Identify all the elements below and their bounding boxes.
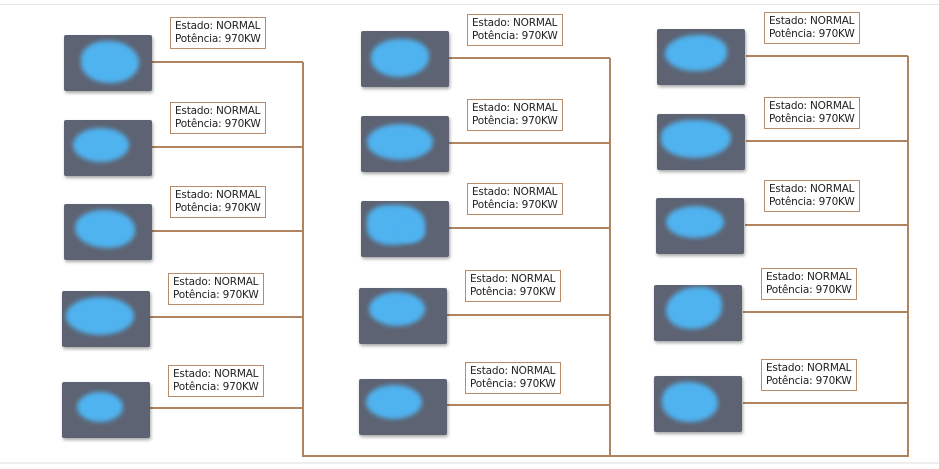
power-unit-device[interactable] <box>361 116 449 172</box>
power-unit-device[interactable] <box>359 379 447 435</box>
branch-line <box>746 140 908 142</box>
power-unit-device[interactable] <box>361 201 449 257</box>
unit-status-label: Estado: NORMAL Potência: 970KW <box>764 12 860 44</box>
state-text: Estado: NORMAL <box>470 365 556 377</box>
state-text: Estado: NORMAL <box>472 17 558 29</box>
main-bus-line <box>302 455 909 457</box>
power-unit-device[interactable] <box>657 29 745 85</box>
unit-status-label: Estado: NORMAL Potência: 970KW <box>761 268 857 300</box>
branch-line <box>447 404 610 406</box>
branch-line <box>150 407 303 409</box>
status-indicator-icon <box>661 120 731 158</box>
state-text: Estado: NORMAL <box>173 276 259 288</box>
power-text: Potência: 970KW <box>470 378 556 390</box>
power-text: Potência: 970KW <box>766 284 852 296</box>
power-text: Potência: 970KW <box>470 286 556 298</box>
unit-status-label: Estado: NORMAL Potência: 970KW <box>168 273 264 305</box>
state-text: Estado: NORMAL <box>769 183 855 195</box>
status-indicator-icon <box>397 221 425 243</box>
power-text: Potência: 970KW <box>769 113 855 125</box>
state-text: Estado: NORMAL <box>769 100 855 112</box>
status-indicator-icon <box>77 392 123 422</box>
unit-status-label: Estado: NORMAL Potência: 970KW <box>465 270 561 302</box>
power-text: Potência: 970KW <box>175 33 261 45</box>
power-text: Potência: 970KW <box>472 115 558 127</box>
branch-line <box>449 57 610 59</box>
frame-top-border <box>0 4 939 5</box>
branch-line <box>449 227 610 229</box>
power-unit-device[interactable] <box>656 198 744 254</box>
power-text: Potência: 970KW <box>769 28 855 40</box>
power-text: Potência: 970KW <box>173 289 259 301</box>
state-text: Estado: NORMAL <box>175 105 261 117</box>
status-indicator-icon <box>369 292 425 326</box>
unit-status-label: Estado: NORMAL Potência: 970KW <box>467 99 563 131</box>
state-text: Estado: NORMAL <box>175 189 261 201</box>
status-indicator-icon <box>66 297 134 335</box>
unit-status-label: Estado: NORMAL Potência: 970KW <box>764 97 860 129</box>
power-unit-device[interactable] <box>64 120 152 176</box>
branch-line <box>152 230 303 232</box>
power-unit-device[interactable] <box>62 291 150 347</box>
branch-line <box>150 316 303 318</box>
power-text: Potência: 970KW <box>175 118 261 130</box>
state-text: Estado: NORMAL <box>766 271 852 283</box>
power-unit-device[interactable] <box>359 288 447 344</box>
status-indicator-icon <box>666 206 724 238</box>
branch-line <box>745 224 908 226</box>
state-text: Estado: NORMAL <box>175 20 261 32</box>
power-unit-device[interactable] <box>657 114 745 170</box>
branch-line <box>152 146 303 148</box>
unit-status-label: Estado: NORMAL Potência: 970KW <box>764 180 860 212</box>
state-text: Estado: NORMAL <box>472 102 558 114</box>
branch-line <box>447 314 610 316</box>
branch-line <box>152 61 303 63</box>
frame-bottom-border <box>0 462 939 464</box>
state-text: Estado: NORMAL <box>470 273 556 285</box>
unit-status-label: Estado: NORMAL Potência: 970KW <box>168 365 264 397</box>
power-text: Potência: 970KW <box>766 375 852 387</box>
status-indicator-icon <box>366 385 422 419</box>
power-text: Potência: 970KW <box>175 202 261 214</box>
power-unit-device[interactable] <box>654 376 742 432</box>
state-text: Estado: NORMAL <box>472 186 558 198</box>
status-indicator-icon <box>665 35 727 71</box>
column-3-trunk <box>907 56 909 457</box>
power-unit-device[interactable] <box>64 35 152 91</box>
power-text: Potência: 970KW <box>472 30 558 42</box>
branch-line <box>743 402 908 404</box>
status-indicator-icon <box>666 287 722 329</box>
state-text: Estado: NORMAL <box>769 15 855 27</box>
branch-line <box>449 142 610 144</box>
column-1-trunk <box>302 62 304 457</box>
status-indicator-icon <box>81 41 139 83</box>
power-unit-device[interactable] <box>62 382 150 438</box>
power-unit-device[interactable] <box>654 285 742 341</box>
unit-status-label: Estado: NORMAL Potência: 970KW <box>170 186 266 218</box>
branch-line <box>746 55 908 57</box>
status-indicator-icon <box>75 210 135 248</box>
status-indicator-icon <box>662 382 718 422</box>
unit-status-label: Estado: NORMAL Potência: 970KW <box>170 17 266 49</box>
unit-status-label: Estado: NORMAL Potência: 970KW <box>170 102 266 134</box>
status-indicator-icon <box>371 39 429 77</box>
state-text: Estado: NORMAL <box>766 362 852 374</box>
status-indicator-icon <box>367 124 433 160</box>
branch-line <box>743 311 908 313</box>
state-text: Estado: NORMAL <box>173 368 259 380</box>
unit-status-label: Estado: NORMAL Potência: 970KW <box>465 362 561 394</box>
power-unit-device[interactable] <box>64 204 152 260</box>
unit-status-label: Estado: NORMAL Potência: 970KW <box>761 359 857 391</box>
power-text: Potência: 970KW <box>472 199 558 211</box>
power-unit-device[interactable] <box>361 31 449 87</box>
power-text: Potência: 970KW <box>173 381 259 393</box>
status-indicator-icon <box>73 128 129 162</box>
power-text: Potência: 970KW <box>769 196 855 208</box>
unit-status-label: Estado: NORMAL Potência: 970KW <box>467 14 563 46</box>
column-2-trunk <box>609 58 611 457</box>
unit-status-label: Estado: NORMAL Potência: 970KW <box>467 183 563 215</box>
